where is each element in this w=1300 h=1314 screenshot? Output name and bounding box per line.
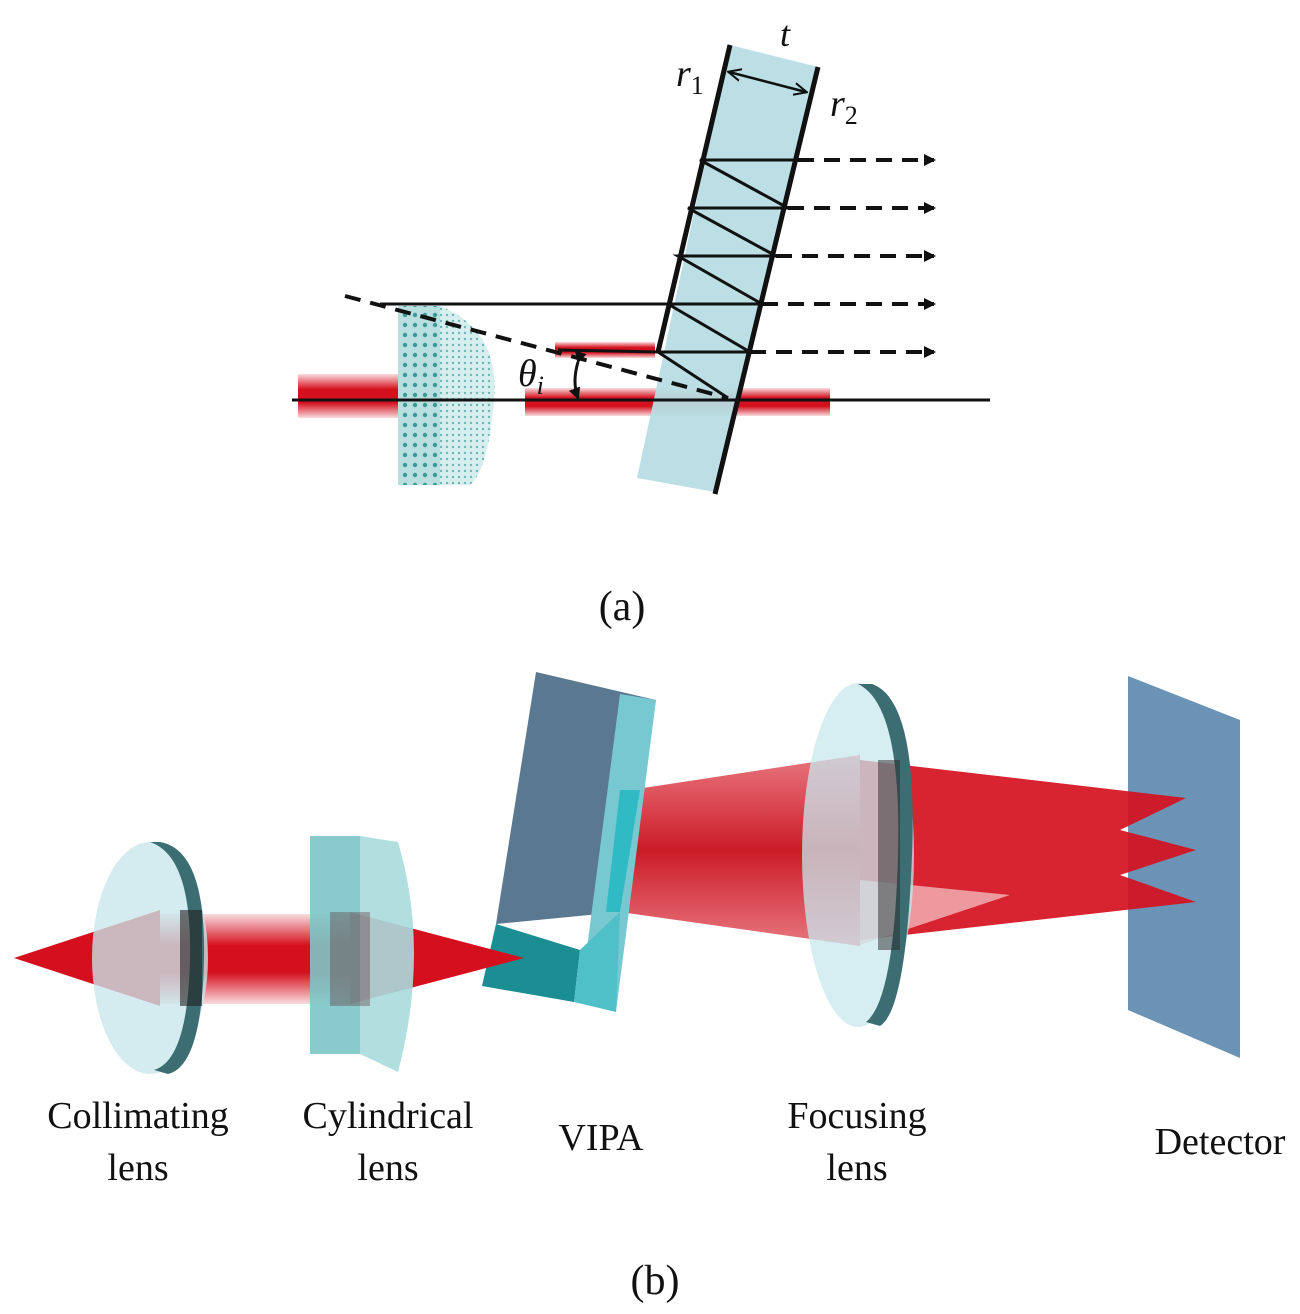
label-collimating-line1: Collimating — [47, 1095, 229, 1137]
panel-b: Collimating lens Cylindrical lens VIPA F… — [14, 672, 1286, 1304]
r2-surface — [712, 66, 821, 495]
label-cylindrical-line1: Cylindrical — [303, 1095, 474, 1137]
r1-symbol: r1 — [676, 53, 704, 100]
label-vipa: VIPA — [558, 1117, 644, 1159]
theta-symbol: θi — [518, 353, 544, 400]
label-collimating-line2: lens — [107, 1147, 168, 1189]
incident-dashed — [344, 294, 729, 400]
theta-angle-arc — [568, 350, 587, 400]
detector-plate — [1128, 676, 1240, 1058]
collimating-lens — [92, 842, 208, 1074]
component-labels: Collimating lens Cylindrical lens VIPA F… — [47, 1095, 1286, 1189]
vipa-plate-a — [637, 45, 818, 492]
label-focusing-line1: Focusing — [787, 1095, 926, 1137]
label-detector: Detector — [1155, 1121, 1286, 1163]
r2-symbol: r2 — [830, 83, 858, 130]
panel-a: t r1 r2 θi (a) — [292, 14, 990, 630]
output-rays — [750, 154, 936, 358]
internal-reflections — [652, 158, 798, 400]
focusing-lens — [802, 683, 914, 1027]
caption-b: (b) — [631, 1258, 680, 1304]
vipa-block — [482, 672, 656, 1012]
cylindrical-lens-a — [398, 306, 495, 485]
label-cylindrical-line2: lens — [357, 1147, 418, 1189]
entry-ray — [557, 348, 659, 354]
collimated-beam — [14, 910, 524, 1006]
thickness-symbol: t — [780, 14, 791, 54]
caption-a: (a) — [599, 584, 646, 630]
thickness-dimension — [729, 72, 806, 92]
label-focusing-line2: lens — [826, 1147, 887, 1189]
r1-surface — [655, 44, 733, 353]
cylindrical-lens-b — [310, 836, 414, 1072]
